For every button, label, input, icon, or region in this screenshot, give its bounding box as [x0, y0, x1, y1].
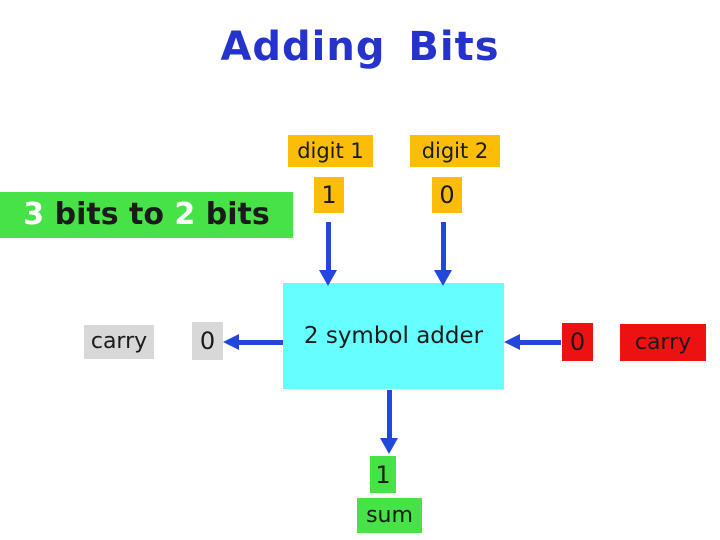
- claim-number-2: 2: [174, 197, 196, 232]
- arrowhead-down-icon: [319, 270, 337, 286]
- arrow-line: [326, 222, 331, 272]
- arrow-line: [387, 390, 392, 439]
- arrowhead-down-icon: [380, 438, 398, 454]
- arrow-line: [520, 340, 561, 345]
- arrow-line: [239, 340, 283, 345]
- arrowhead-down-icon: [434, 270, 452, 286]
- carry-out-value: 0: [192, 322, 223, 360]
- carry-out-label: carry: [84, 325, 154, 359]
- adder-box: 2 symbol adder: [283, 283, 504, 389]
- digit2-label: digit 2: [410, 135, 500, 167]
- claim-text-bits-to: bits to: [44, 197, 175, 232]
- sum-label: sum: [357, 498, 422, 533]
- arrow-line: [441, 222, 446, 272]
- arrowhead-left-icon: [223, 334, 239, 350]
- arrowhead-left-icon: [504, 334, 520, 350]
- carry-in-value: 0: [562, 323, 593, 361]
- slide-title: Adding Bits: [220, 24, 500, 70]
- bits-claim-banner: 3 bits to 2 bits: [0, 192, 293, 238]
- claim-number-3: 3: [23, 197, 45, 232]
- carry-in-label: carry: [620, 324, 706, 361]
- digit1-value: 1: [314, 177, 344, 213]
- sum-value: 1: [370, 456, 396, 493]
- digit1-label: digit 1: [288, 135, 373, 167]
- digit2-value: 0: [432, 177, 462, 213]
- claim-text-bits: bits: [195, 197, 270, 232]
